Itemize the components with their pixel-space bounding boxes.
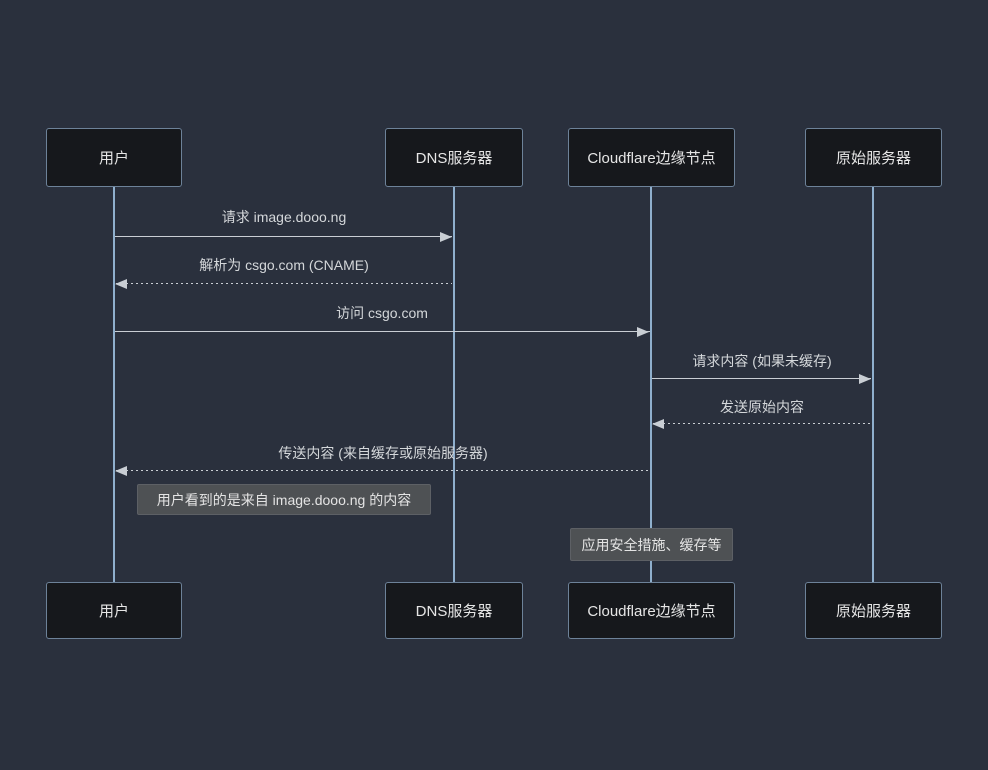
arrowhead-right-icon <box>637 327 649 337</box>
message-line <box>116 470 651 471</box>
note-label: 应用安全措施、缓存等 <box>581 536 722 553</box>
message-line <box>115 236 452 237</box>
arrowhead-left-icon <box>115 279 127 289</box>
message-label: 请求内容 (如果未缓存) <box>692 353 832 369</box>
actor-user-label: 用户 <box>98 603 129 620</box>
arrowhead-right-icon <box>859 374 871 384</box>
actor-user-bottom: 用户 <box>46 582 182 639</box>
actor-cf-label: Cloudflare边缘节点 <box>587 603 716 620</box>
actor-dns-top: DNS服务器 <box>385 128 523 187</box>
message-line <box>115 331 650 332</box>
actor-cf-label: Cloudflare边缘节点 <box>587 150 716 167</box>
message-label: 发送原始内容 <box>720 399 804 415</box>
message-line <box>653 423 871 424</box>
actor-origin-label: 原始服务器 <box>835 150 911 167</box>
message-label: 请求 image.dooo.ng <box>221 209 347 225</box>
actor-user-label: 用户 <box>98 150 129 167</box>
message-label: 解析为 csgo.com (CNAME) <box>199 257 369 273</box>
message-label: 传送内容 (来自缓存或原始服务器) <box>278 445 488 461</box>
lifeline-cf <box>650 187 652 583</box>
actor-dns-bottom: DNS服务器 <box>385 582 523 639</box>
note-user-content: 用户看到的是来自 image.dooo.ng 的内容 <box>137 484 431 515</box>
note-cf-security: 应用安全措施、缓存等 <box>570 528 733 561</box>
arrowhead-left-icon <box>115 466 127 476</box>
actor-origin-top: 原始服务器 <box>805 128 942 187</box>
lifeline-user <box>113 187 115 583</box>
actor-origin-label: 原始服务器 <box>835 603 911 620</box>
message-line <box>116 283 452 284</box>
lifeline-origin <box>872 187 874 583</box>
actor-user-top: 用户 <box>46 128 182 187</box>
lifeline-dns <box>453 187 455 583</box>
message-label: 访问 csgo.com <box>336 305 428 321</box>
actor-dns-label: DNS服务器 <box>415 603 493 620</box>
actor-cf-bottom: Cloudflare边缘节点 <box>568 582 735 639</box>
arrowhead-left-icon <box>652 419 664 429</box>
actor-origin-bottom: 原始服务器 <box>805 582 942 639</box>
message-line <box>652 378 871 379</box>
note-label: 用户看到的是来自 image.dooo.ng 的内容 <box>156 491 412 508</box>
arrowhead-right-icon <box>440 232 452 242</box>
actor-dns-label: DNS服务器 <box>415 150 493 167</box>
actor-cf-top: Cloudflare边缘节点 <box>568 128 735 187</box>
